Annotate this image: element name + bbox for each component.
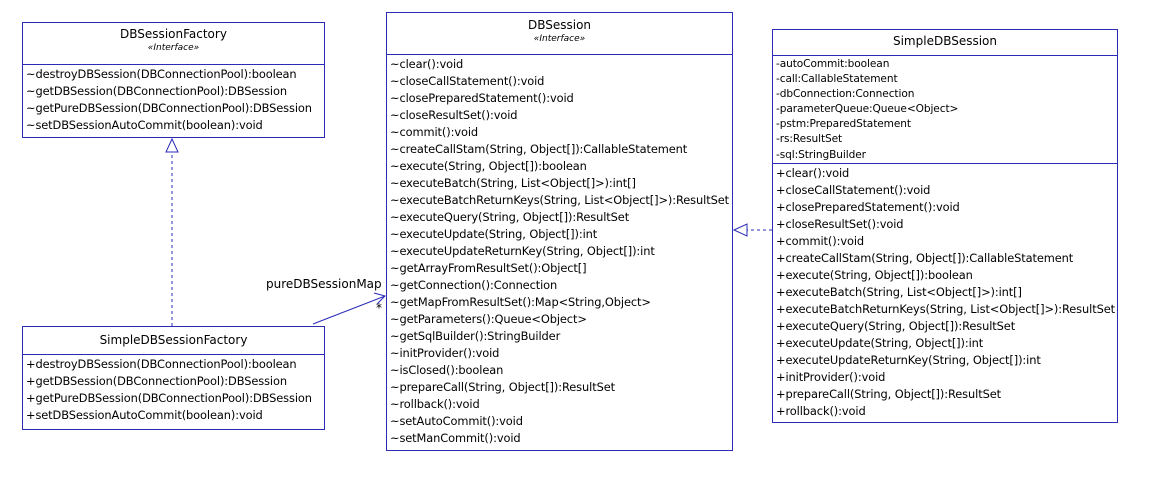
method-row: +getDBSession(DBConnectionPool):DBSessio… [26,374,287,388]
method-row: ~prepareCall(String, Object[]):ResultSet [390,380,615,394]
method-row: ~rollback():void [390,397,480,411]
attribute-row: -pstm:PreparedStatement [776,118,911,131]
methods-compartment: +destroyDBSession(DBConnectionPool):bool… [23,355,324,424]
realization-arrowhead-factory [165,137,179,153]
method-row: ~isClosed():boolean [390,363,504,377]
class-header: DBSession «Interface» [387,13,732,55]
method-row: +executeBatch(String, List<Object[]>):in… [776,284,1022,299]
class-header: SimpleDBSession [773,30,1117,56]
method-row: +executeQuery(String, Object[]):ResultSe… [776,318,1016,333]
attributes-compartment: -autoCommit:boolean -call:CallableStateme… [773,56,1117,163]
method-row: ~getSqlBuilder():StringBuilder [390,329,561,343]
method-row: ~setAutoCommit():void [390,414,523,428]
method-row: ~setDBSessionAutoCommit(boolean):void [26,118,263,132]
method-row: ~execute(String, Object[]):boolean [390,159,587,173]
method-row: ~getArrayFromResultSet():Object[] [390,261,587,275]
method-row: ~executeBatch(String, List<Object[]>):in… [390,176,636,190]
association-multiplicity-label: * [376,301,382,315]
association-line [312,295,386,325]
methods-compartment: ~clear():void ~closeCallStatement():void ~… [387,55,732,447]
method-row: +createCallStam(String, Object[]):Callab… [776,250,1074,265]
method-row: +setDBSessionAutoCommit(boolean):void [26,408,263,422]
method-row: +closePreparedStatement():void [776,199,960,214]
method-row: ~clear():void [390,57,464,71]
method-row: ~createCallStam(String, Object[]):Callab… [390,142,688,156]
method-row: ~closeCallStatement():void [390,74,545,88]
association-role-label: pureDBSessionMap [266,277,382,291]
class-simple-db-session[interactable]: SimpleDBSession -autoCommit:boolean -call… [772,29,1118,423]
association-arrowhead [373,292,386,305]
class-name: SimpleDBSessionFactory [99,333,248,347]
attribute-row: -call:CallableStatement [776,73,898,86]
attribute-row: -parameterQueue:Queue<Object> [776,103,959,116]
class-db-session[interactable]: DBSession «Interface» ~clear():void ~clos… [386,12,733,451]
realization-arrowhead-session [732,223,748,237]
methods-compartment: +clear():void +closeCallStatement():void +… [773,162,1117,420]
method-row: +executeBatchReturnKeys(String, List<Obj… [776,301,1115,316]
method-row: +execute(String, Object[]):boolean [776,267,973,282]
method-row: ~getMapFromResultSet():Map<String,Object… [390,295,651,309]
class-name: DBSession [527,18,592,32]
class-header: SimpleDBSessionFactory [23,327,324,355]
method-row: ~commit():void [390,125,479,139]
method-row: +destroyDBSession(DBConnectionPool):bool… [26,357,297,371]
method-row: +executeUpdate(String, Object[]):int [776,335,984,350]
class-name: DBSessionFactory [120,27,227,41]
method-row: +rollback():void [776,403,866,418]
methods-compartment: ~destroyDBSession(DBConnectionPool):bool… [23,65,324,134]
method-row: ~getParameters():Queue<Object> [390,312,587,326]
method-row: +executeUpdateReturnKey(String, Object[]… [776,352,1041,367]
attribute-row: -rs:ResultSet [776,133,843,146]
attribute-row: -sql:StringBuilder [776,148,866,161]
method-row: +closeCallStatement():void [776,182,931,197]
class-stereotype: «Interface» [147,43,200,53]
class-db-session-factory[interactable]: DBSessionFactory «Interface» ~destroyDBS… [22,22,325,138]
method-row: +initProvider():void [776,369,886,384]
method-row: ~getConnection():Connection [390,278,558,292]
method-row: ~closePreparedStatement():void [390,91,574,105]
method-row: +closeResultSet():void [776,216,904,231]
method-row: ~executeUpdate(String, Object[]):int [390,227,598,241]
method-row: ~closeResultSet():void [390,108,518,122]
method-row: ~destroyDBSession(DBConnectionPool):bool… [26,67,297,81]
class-simple-db-session-factory[interactable]: SimpleDBSessionFactory +destroyDBSession… [22,326,325,430]
method-row: ~setManCommit():void [390,431,521,445]
method-row: ~getDBSession(DBConnectionPool):DBSessio… [26,84,287,98]
attribute-row: -dbConnection:Connection [776,88,915,101]
class-stereotype: «Interface» [533,34,586,44]
method-row: ~executeBatchReturnKeys(String, List<Obj… [390,193,729,207]
method-row: +commit():void [776,233,865,248]
class-name: SimpleDBSession [892,34,998,48]
method-row: +clear():void [776,165,850,180]
attribute-row: -autoCommit:boolean [776,58,890,70]
method-row: ~getPureDBSession(DBConnectionPool):DBSe… [26,101,312,115]
method-row: ~executeUpdateReturnKey(String, Object[]… [390,244,655,258]
method-row: +getPureDBSession(DBConnectionPool):DBSe… [26,391,312,405]
method-row: ~initProvider():void [390,346,500,360]
method-row: +prepareCall(String, Object[]):ResultSet [776,386,1001,401]
method-row: ~executeQuery(String, Object[]):ResultSe… [390,210,630,224]
class-header: DBSessionFactory «Interface» [23,23,324,65]
